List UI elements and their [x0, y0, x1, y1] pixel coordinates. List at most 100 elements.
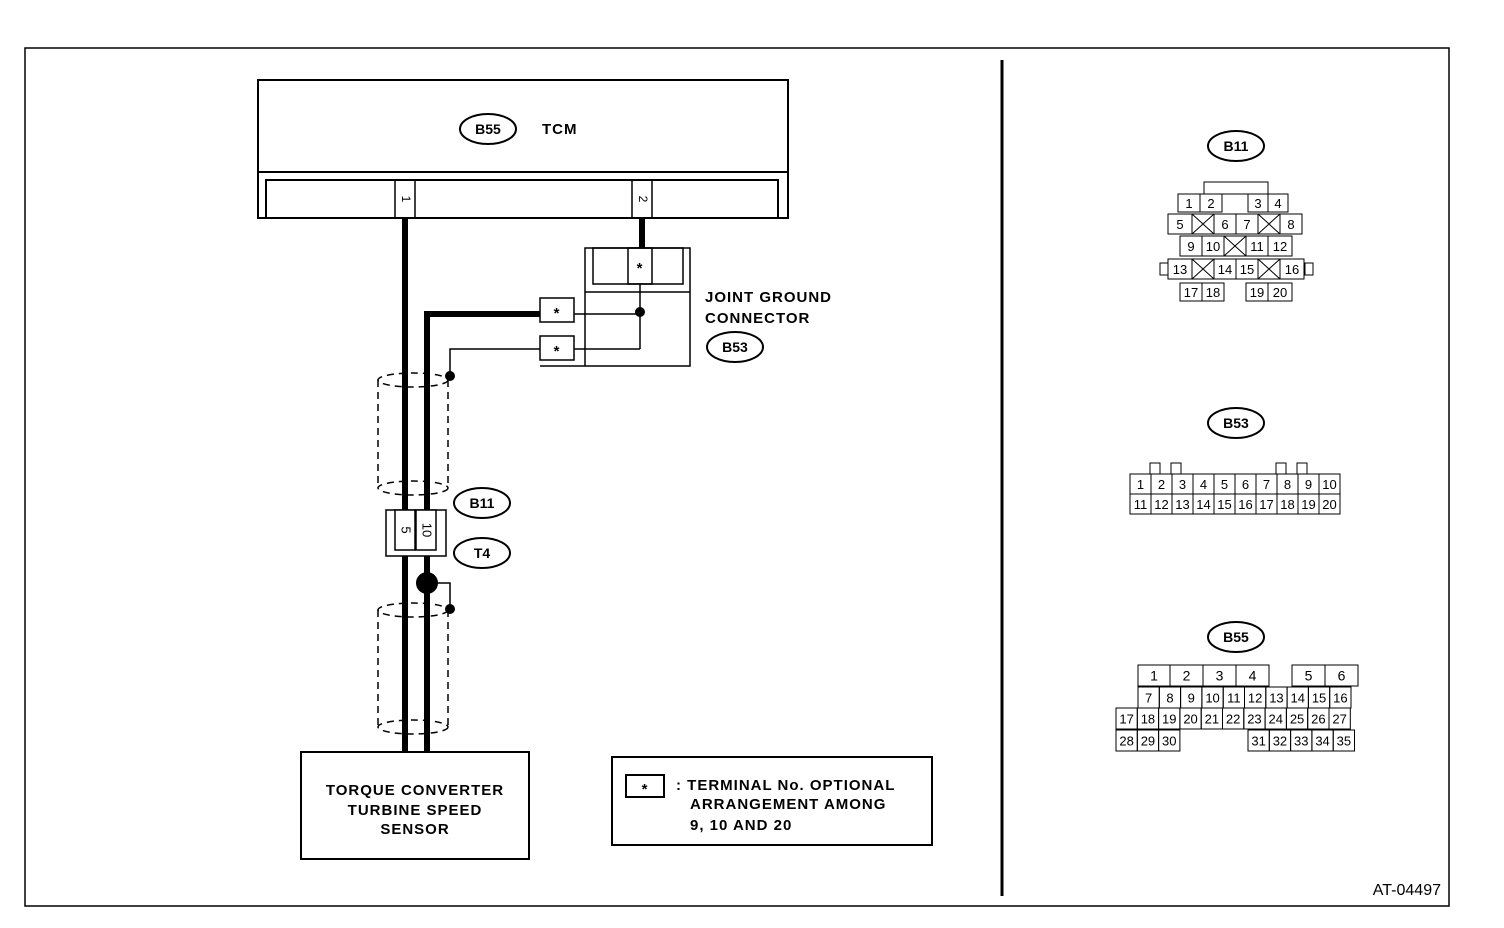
b11-pin-18: 18 [1206, 285, 1220, 300]
b55-pin-2: 2 [1183, 668, 1191, 684]
b55-pin-35: 35 [1337, 734, 1351, 749]
junction-pin-5: 5 [399, 526, 414, 533]
tcm-label: TCM [542, 121, 578, 138]
b53-pin-2: 2 [1158, 477, 1165, 492]
tcm-pin-1-label: 1 [399, 196, 413, 203]
b53-pin-12: 12 [1154, 497, 1168, 512]
b55-pin-7: 7 [1145, 691, 1152, 706]
b11-pin-14: 14 [1218, 262, 1232, 277]
b53-pin-19: 19 [1301, 497, 1315, 512]
note-line3: 9, 10 AND 20 [690, 817, 792, 834]
sensor-line3: SENSOR [380, 821, 449, 838]
joint-ground-connector: * * * JOINT GROUND CONNECTOR B53 [539, 247, 832, 367]
b55-pin-19: 19 [1162, 712, 1176, 727]
tcm-connector-tag [459, 113, 517, 145]
b55-pin-27: 27 [1332, 712, 1346, 727]
b53-pin-18: 18 [1280, 497, 1294, 512]
b11-pin-10: 10 [1206, 239, 1220, 254]
b53-pin-1: 1 [1137, 477, 1144, 492]
b55-pin-20: 20 [1183, 712, 1197, 727]
b53-pin-6: 6 [1242, 477, 1249, 492]
b11-pin-1: 1 [1185, 196, 1192, 211]
note-symbol: * [642, 781, 649, 798]
b53-pin-20: 20 [1322, 497, 1336, 512]
b55-pin-30: 30 [1162, 734, 1176, 749]
turbine-speed-sensor: TORQUE CONVERTER TURBINE SPEED SENSOR [300, 751, 530, 860]
b55-pin-14: 14 [1291, 691, 1305, 706]
tcm-pin-2-label: 2 [636, 196, 650, 203]
b53-pin-5: 5 [1221, 477, 1228, 492]
b11-pin-7: 7 [1243, 217, 1250, 232]
b11-pin-11: 11 [1250, 239, 1264, 254]
b53-pin-13: 13 [1175, 497, 1189, 512]
b11-pin-5: 5 [1176, 217, 1183, 232]
junction-connector: 5 10 B11 T4 [385, 487, 511, 569]
b55-pin-23: 23 [1247, 712, 1261, 727]
b53-pin-16: 16 [1238, 497, 1252, 512]
ground-wire [424, 311, 540, 752]
b11-pin-12: 12 [1273, 239, 1287, 254]
b55-pin-1: 1 [1150, 668, 1158, 684]
b55-pin-25: 25 [1290, 712, 1304, 727]
b11-pin-8: 8 [1287, 217, 1294, 232]
b55-pin-4: 4 [1249, 668, 1257, 684]
note-line1: : TERMINAL No. OPTIONAL [676, 777, 895, 794]
tcm-connector-label: B55 [475, 121, 501, 137]
joint-ground-line1: JOINT GROUND [705, 289, 832, 306]
b11-pin-16: 16 [1285, 262, 1299, 277]
b11-pin-17: 17 [1184, 285, 1198, 300]
b55-pin-13: 13 [1269, 691, 1283, 706]
b11-pin-13: 13 [1173, 262, 1187, 277]
joint-ground-line2: CONNECTOR [705, 310, 810, 327]
joint-star-top: * [637, 260, 644, 277]
b55-pin-17: 17 [1119, 712, 1133, 727]
joint-star-low: * [554, 343, 561, 360]
b53-pin-10: 10 [1322, 477, 1336, 492]
b53-pin-11: 11 [1134, 497, 1148, 512]
b55-pin-34: 34 [1315, 734, 1329, 749]
joint-connector-tag [706, 331, 764, 363]
b55-pin-12: 12 [1248, 691, 1262, 706]
b55-pin-11: 11 [1227, 691, 1241, 706]
b11-pin-3: 3 [1254, 196, 1261, 211]
b53-pin-9: 9 [1305, 477, 1312, 492]
b55-pin-21: 21 [1205, 712, 1219, 727]
b11-view-label: B11 [1224, 138, 1249, 154]
b53-pin-14: 14 [1196, 497, 1210, 512]
b55-pin-22: 22 [1226, 712, 1240, 727]
b55-pin-32: 32 [1273, 734, 1287, 749]
b55-pin-10: 10 [1205, 691, 1219, 706]
b53-pin-8: 8 [1284, 477, 1291, 492]
b55-pin-3: 3 [1216, 668, 1224, 684]
b55-pin-16: 16 [1333, 691, 1347, 706]
b55-pin-28: 28 [1119, 734, 1133, 749]
b55-pin-8: 8 [1166, 691, 1173, 706]
b53-pin-4: 4 [1200, 477, 1207, 492]
b55-pin-5: 5 [1305, 668, 1313, 684]
b11-pin-2: 2 [1207, 196, 1214, 211]
cable-shield-upper [377, 372, 449, 496]
b55-pin-31: 31 [1251, 734, 1265, 749]
b53-pin-15: 15 [1217, 497, 1231, 512]
b55-pin-15: 15 [1312, 691, 1326, 706]
junction-pin-10: 10 [420, 523, 435, 537]
sensor-line2: TURBINE SPEED [348, 802, 483, 819]
page-frame [24, 47, 1450, 907]
b11-pin-19: 19 [1250, 285, 1264, 300]
junction-label-b11: B11 [470, 495, 495, 511]
sensor-line1: TORQUE CONVERTER [326, 782, 504, 799]
tcm-unit: B55 TCM 1 2 [257, 79, 789, 219]
b55-pin-29: 29 [1141, 734, 1155, 749]
joint-star-mid: * [554, 305, 561, 322]
b11-pin-20: 20 [1273, 285, 1287, 300]
junction-tag-t4 [453, 537, 511, 569]
junction-label-t4: T4 [474, 545, 491, 561]
b55-pin-26: 26 [1311, 712, 1325, 727]
cable-shield-lower [377, 602, 449, 735]
b55-pin-18: 18 [1141, 712, 1155, 727]
terminal-note: * : TERMINAL No. OPTIONAL ARRANGEMENT AM… [611, 756, 933, 846]
shield-wire [449, 348, 540, 376]
